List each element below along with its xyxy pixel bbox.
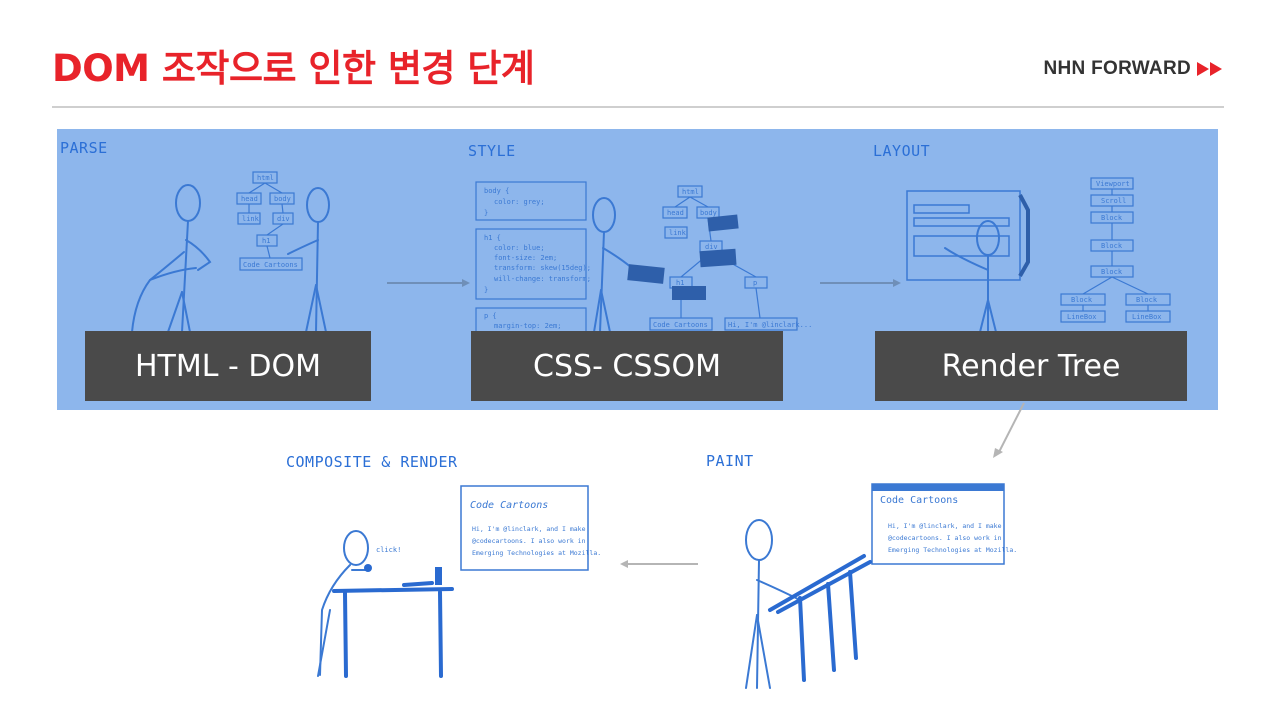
desk-items	[364, 564, 442, 585]
svg-text:body {: body {	[484, 187, 509, 195]
render-tree	[1060, 177, 1171, 323]
dom-tree-labels: html head body link div h1 Code Cartoons	[241, 174, 298, 269]
paint-card	[871, 483, 1005, 565]
brand-logo: NHN FORWARD	[1043, 58, 1225, 80]
label-css-cssom: CSS- CSSOM	[471, 331, 783, 401]
label-render-tree: Render Tree	[875, 331, 1187, 401]
title-divider	[52, 106, 1224, 108]
composite-screen	[460, 485, 589, 571]
stage-parse: PARSE	[60, 139, 108, 157]
svg-text:head: head	[241, 195, 258, 203]
composite-screen-text: Code Cartoons Hi, I'm @linclark, and I m…	[470, 500, 601, 557]
svg-text:transform: skew(15deg);: transform: skew(15deg);	[494, 264, 591, 272]
svg-text:}: }	[484, 209, 488, 217]
svg-text:div: div	[705, 243, 718, 251]
svg-text:html: html	[682, 188, 699, 196]
brand-name: NHN FORWARD	[1043, 58, 1191, 79]
svg-text:Hi, I'm @linclark...: Hi, I'm @linclark...	[728, 321, 812, 329]
svg-text:LineBox: LineBox	[1132, 313, 1162, 321]
css-rules-text: body { color: grey; } h1 { color: blue; …	[484, 187, 591, 330]
cssom-tree-labels: html head body link div h1 p Code Cartoo…	[653, 188, 812, 329]
paint-card-text: Code Cartoons Hi, I'm @linclark, and I m…	[880, 495, 1017, 554]
svg-text:div: div	[277, 215, 290, 223]
svg-text:Hi, I'm @linclark, and I make: Hi, I'm @linclark, and I make	[472, 525, 586, 533]
svg-text:h1 {: h1 {	[484, 234, 501, 242]
slide-title: DOM 조작으로 인한 변경 단계	[52, 47, 535, 90]
dom-tree	[236, 171, 303, 271]
svg-text:body: body	[700, 209, 717, 217]
stage-style: STYLE	[468, 142, 516, 160]
svg-text:body: body	[274, 195, 291, 203]
svg-text:link: link	[242, 215, 260, 223]
render-tree-labels: Viewport Scroll Block Block Block Block …	[1067, 180, 1162, 321]
svg-text:margin-top: 2em;: margin-top: 2em;	[494, 322, 561, 330]
svg-text:Block: Block	[1101, 214, 1123, 222]
arrow-layout-paint	[997, 402, 1025, 455]
svg-text:Block: Block	[1101, 242, 1123, 250]
svg-text:html: html	[257, 174, 274, 182]
svg-text:font-size: 2em;: font-size: 2em;	[494, 254, 557, 262]
layout-page	[906, 190, 1030, 281]
svg-text:Emerging Technologies at Mozil: Emerging Technologies at Mozilla.	[888, 546, 1017, 554]
paint-figure	[745, 519, 801, 689]
svg-text:Code Cartoons: Code Cartoons	[243, 261, 298, 269]
svg-text:p: p	[753, 279, 757, 287]
composite-figure	[317, 530, 369, 677]
svg-text:Hi, I'm @linclark, and I make: Hi, I'm @linclark, and I make	[888, 522, 1002, 530]
svg-text:Emerging Technologies at Mozil: Emerging Technologies at Mozilla.	[472, 549, 601, 557]
svg-text:Block: Block	[1136, 296, 1158, 304]
desk	[332, 581, 454, 678]
svg-text:Viewport: Viewport	[1096, 180, 1130, 188]
svg-text:@codecartoons. I also work in: @codecartoons. I also work in	[888, 534, 1002, 542]
svg-text:h1: h1	[262, 237, 270, 245]
easel	[768, 554, 872, 682]
svg-text:}: }	[484, 286, 488, 294]
stage-layout: LAYOUT	[873, 142, 931, 160]
svg-text:@codecartoons. I also work in: @codecartoons. I also work in	[472, 537, 586, 545]
svg-text:click!: click!	[376, 546, 401, 554]
cssom-highlights	[627, 214, 739, 300]
svg-text:color: grey;: color: grey;	[494, 198, 545, 206]
paint-card-title: Code Cartoons	[880, 495, 958, 506]
svg-text:Code Cartoons: Code Cartoons	[470, 500, 548, 511]
double-play-arrow-icon	[1197, 61, 1225, 77]
svg-text:Block: Block	[1101, 268, 1123, 276]
label-html-dom: HTML - DOM	[85, 331, 371, 401]
svg-text:link: link	[669, 229, 687, 237]
svg-text:Code Cartoons: Code Cartoons	[653, 321, 708, 329]
svg-text:h1: h1	[676, 279, 684, 287]
stage-paint: PAINT	[706, 452, 754, 470]
svg-text:Scroll: Scroll	[1101, 197, 1126, 205]
style-figure	[592, 197, 633, 333]
layout-figure	[944, 220, 1000, 333]
svg-text:will-change: transform;: will-change: transform;	[494, 275, 591, 283]
parse-figure	[131, 184, 330, 333]
svg-text:color: blue;: color: blue;	[494, 244, 545, 252]
stage-composite-render: COMPOSITE & RENDER	[286, 453, 458, 471]
svg-text:p {: p {	[484, 312, 497, 320]
svg-text:Block: Block	[1071, 296, 1093, 304]
svg-text:LineBox: LineBox	[1067, 313, 1097, 321]
svg-text:head: head	[667, 209, 684, 217]
